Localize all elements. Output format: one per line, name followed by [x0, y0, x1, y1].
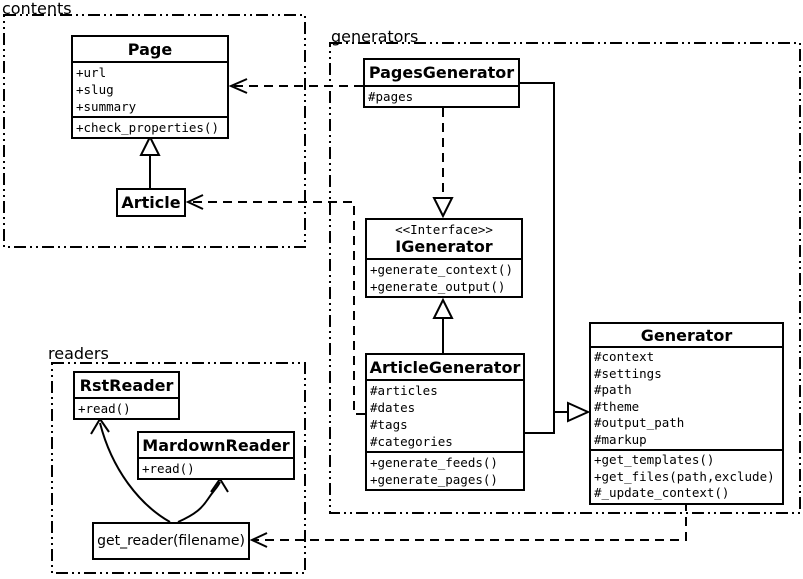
- class-generator-attributes: #context #settings #path #theme #output_…: [591, 346, 782, 449]
- class-pagesgenerator: PagesGenerator #pages: [363, 58, 520, 108]
- method: +read(): [142, 461, 195, 476]
- attribute: #dates: [370, 400, 416, 415]
- interface-stereotype: <<Interface>>: [395, 222, 493, 237]
- class-pagesgenerator-title: PagesGenerator: [368, 63, 515, 82]
- attribute: #theme: [594, 398, 640, 414]
- method: +get_files(path,exclude): [594, 468, 775, 484]
- class-page-methods: +check_properties(): [73, 116, 227, 137]
- class-generator-methods: +get_templates() +get_files(path,exclude…: [591, 449, 782, 503]
- attribute: #path: [594, 382, 632, 397]
- class-articlegenerator: ArticleGenerator #articles #dates #tags …: [365, 353, 525, 491]
- attribute: +summary: [76, 99, 137, 114]
- class-articlegenerator-attributes: #articles #dates #tags #categories: [367, 379, 523, 451]
- attribute: +slug: [76, 82, 114, 97]
- method: +generate_context(): [370, 262, 513, 277]
- attribute: #categories: [370, 434, 453, 449]
- inheritance-generators-generator: [520, 82, 591, 434]
- method: +generate_feeds(): [370, 455, 498, 470]
- method: +get_templates(): [594, 452, 715, 467]
- class-mardownreader-title: MardownReader: [142, 435, 290, 455]
- inheritance-articlegenerator-igenerator: [432, 297, 454, 353]
- dependency-generator-getreader: [249, 502, 687, 548]
- class-rstreader-title: RstReader: [79, 375, 174, 395]
- attribute: #pages: [368, 89, 414, 104]
- readers-package-label: readers: [48, 344, 109, 363]
- class-rstreader: RstReader +read(): [73, 371, 180, 420]
- class-page-title: Page: [127, 39, 173, 59]
- method: +read(): [78, 401, 131, 416]
- class-igenerator: <<Interface>> IGenerator +generate_conte…: [365, 218, 523, 298]
- class-article: Article: [116, 188, 186, 217]
- attribute: #output_path: [594, 415, 685, 430]
- attribute: #context: [594, 349, 655, 364]
- class-articlegenerator-title: ArticleGenerator: [369, 357, 521, 377]
- contents-package-label: contents: [2, 0, 72, 18]
- class-generator: Generator #context #settings #path #them…: [589, 322, 784, 505]
- generators-package-label: generators: [331, 27, 419, 46]
- inheritance-article-page: [139, 134, 161, 188]
- dependency-articlegenerator-article: [185, 194, 365, 415]
- dependency-pagesgenerator-page: [228, 78, 363, 94]
- attribute: #settings: [594, 365, 662, 381]
- generators-package-border: [329, 42, 801, 514]
- method: +check_properties(): [76, 120, 219, 135]
- class-page-attributes: +url +slug +summary: [73, 61, 227, 116]
- class-mardownreader-methods: +read(): [139, 457, 293, 478]
- method: +generate_pages(): [370, 472, 498, 487]
- class-igenerator-name: IGenerator: [395, 237, 493, 256]
- class-igenerator-methods: +generate_context() +generate_output(): [367, 258, 521, 296]
- contents-package-border: [3, 14, 306, 248]
- method: +generate_output(): [370, 279, 506, 294]
- class-rstreader-methods: +read(): [75, 397, 178, 418]
- class-page: Page +url +slug +summary +check_properti…: [71, 35, 229, 139]
- attribute: #markup: [594, 431, 647, 447]
- realization-pagesgenerator-igenerator: [432, 108, 454, 219]
- attribute: +url: [76, 65, 107, 80]
- method: #_update_context(): [594, 485, 730, 500]
- class-generator-title: Generator: [640, 325, 733, 345]
- class-mardownreader: MardownReader +read(): [137, 431, 295, 480]
- attribute: #articles: [370, 383, 438, 398]
- class-igenerator-title: <<Interface>> IGenerator: [367, 220, 521, 258]
- class-articlegenerator-methods: +generate_feeds() +generate_pages(): [367, 451, 523, 489]
- function-get-reader: get_reader(filename): [92, 522, 250, 560]
- association-getreader-mardownreader: [177, 477, 229, 523]
- class-article-title: Article: [121, 193, 181, 212]
- readers-package-border: [51, 362, 306, 574]
- class-pagesgenerator-attributes: #pages: [365, 85, 518, 106]
- attribute: #tags: [370, 417, 408, 432]
